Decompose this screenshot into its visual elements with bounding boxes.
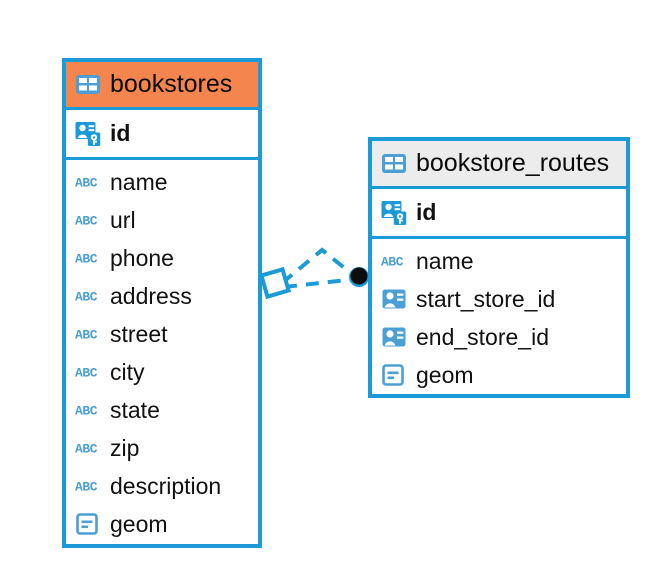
svg-text:ABC: ABC <box>75 176 98 190</box>
field-label-address: address <box>110 282 192 309</box>
field-row-address[interactable]: ABC address <box>66 277 258 315</box>
abc-text-icon: ABC <box>75 214 98 228</box>
filled-circle-icon <box>349 267 369 287</box>
diamond-outline-icon <box>258 266 292 300</box>
field-label-description: description <box>110 472 222 499</box>
field-row-start-store-id[interactable]: start_store_id <box>372 280 626 318</box>
relationship-branch-lower <box>283 277 357 289</box>
abc-text-icon: ABC <box>381 255 404 269</box>
geometry-icon <box>76 513 98 535</box>
field-label-geom: geom <box>416 361 474 388</box>
primary-key-section-bookstores: id <box>66 110 258 160</box>
svg-text:ABC: ABC <box>75 252 98 266</box>
abc-text-icon: ABC <box>75 252 98 266</box>
field-row-name[interactable]: ABC name <box>66 163 258 201</box>
field-row-state[interactable]: ABC state <box>66 391 258 429</box>
fields-section-bookstore-routes: ABC name start_store_id <box>372 239 626 400</box>
field-row-end-store-id[interactable]: end_store_id <box>372 318 626 356</box>
entity-title-bookstore-routes: bookstore_routes <box>416 149 610 177</box>
primary-key-icon <box>381 200 407 225</box>
field-label-name: name <box>110 168 168 195</box>
field-label-geom: geom <box>110 510 168 537</box>
field-row-id[interactable]: id <box>372 189 626 236</box>
field-row-zip[interactable]: ABC zip <box>66 429 258 467</box>
abc-text-icon: ABC <box>75 328 98 342</box>
field-label-city: city <box>110 358 145 385</box>
primary-key-icon <box>75 121 101 146</box>
field-row-geom[interactable]: geom <box>372 356 626 394</box>
field-label-id: id <box>110 120 131 146</box>
entity-bookstore-routes[interactable]: bookstore_routes id <box>368 137 630 398</box>
abc-text-icon: ABC <box>75 290 98 304</box>
field-label-zip: zip <box>110 434 140 461</box>
svg-text:ABC: ABC <box>75 404 98 418</box>
abc-text-icon: ABC <box>75 480 98 494</box>
field-row-name[interactable]: ABC name <box>372 242 626 280</box>
field-label-end-store-id: end_store_id <box>416 323 549 350</box>
table-icon <box>76 75 100 94</box>
entity-title-bookstores: bookstores <box>110 70 233 98</box>
field-label-phone: phone <box>110 244 174 271</box>
svg-text:ABC: ABC <box>75 328 98 342</box>
table-icon <box>382 154 406 173</box>
entity-header-bookstores[interactable]: bookstores <box>66 62 258 110</box>
field-label-state: state <box>110 396 160 423</box>
entity-bookstores[interactable]: bookstores id <box>62 58 262 548</box>
relationship-branch-upper <box>280 247 358 285</box>
geometry-icon <box>382 364 404 386</box>
svg-text:ABC: ABC <box>75 442 98 456</box>
abc-text-icon: ABC <box>75 366 98 380</box>
fields-section-bookstores: ABC name ABC url ABC phone ABC <box>66 160 258 549</box>
svg-text:ABC: ABC <box>75 366 98 380</box>
abc-text-icon: ABC <box>75 442 98 456</box>
field-row-description[interactable]: ABC description <box>66 467 258 505</box>
svg-text:ABC: ABC <box>75 290 98 304</box>
field-label-street: street <box>110 320 168 347</box>
field-label-id: id <box>416 199 437 225</box>
field-row-phone[interactable]: ABC phone <box>66 239 258 277</box>
field-label-url: url <box>110 206 136 233</box>
abc-text-icon: ABC <box>75 404 98 418</box>
field-row-id[interactable]: id <box>66 110 258 157</box>
entity-header-bookstore-routes[interactable]: bookstore_routes <box>372 141 626 189</box>
foreign-key-icon <box>382 289 406 309</box>
primary-key-section-bookstore-routes: id <box>372 189 626 239</box>
field-label-name: name <box>416 247 474 274</box>
field-row-street[interactable]: ABC street <box>66 315 258 353</box>
field-row-url[interactable]: ABC url <box>66 201 258 239</box>
field-label-start-store-id: start_store_id <box>416 285 556 312</box>
svg-text:ABC: ABC <box>75 480 98 494</box>
field-row-city[interactable]: ABC city <box>66 353 258 391</box>
svg-text:ABC: ABC <box>381 255 404 269</box>
field-row-geom[interactable]: geom <box>66 505 258 543</box>
svg-text:ABC: ABC <box>75 214 98 228</box>
abc-text-icon: ABC <box>75 176 98 190</box>
foreign-key-icon <box>382 327 406 347</box>
